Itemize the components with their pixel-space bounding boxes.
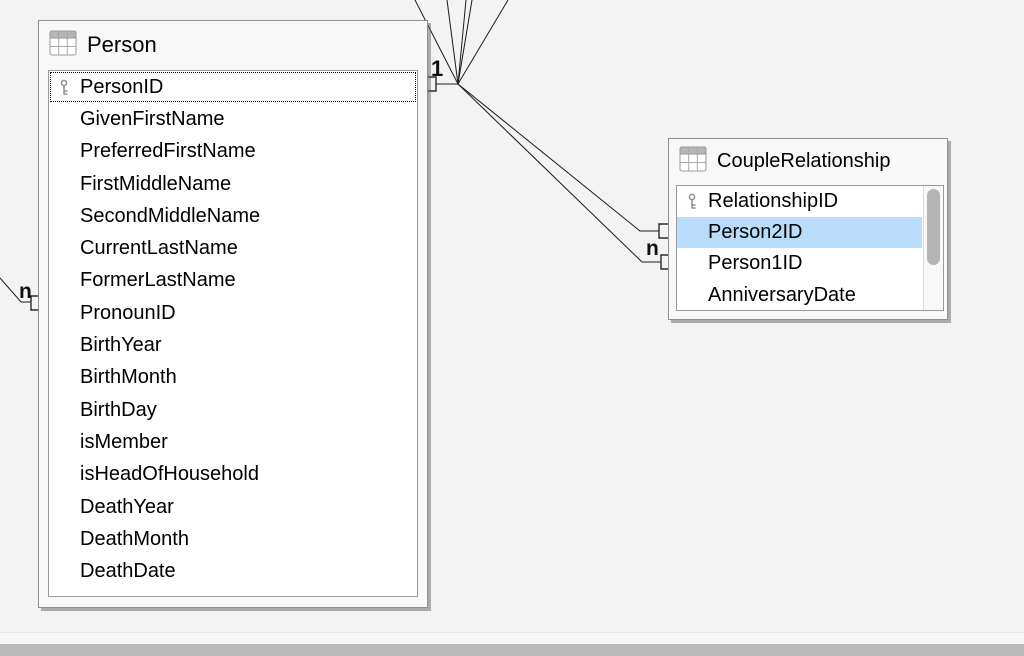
field-row-personid[interactable]: PersonID bbox=[49, 71, 417, 103]
field-row[interactable]: isMember bbox=[49, 426, 417, 458]
horizontal-scrollbar-gutter bbox=[0, 632, 1024, 644]
field-row[interactable]: BirthDay bbox=[49, 394, 417, 426]
field-name: DeathDate bbox=[80, 560, 176, 583]
field-name: Person1ID bbox=[708, 252, 803, 275]
field-name: isMember bbox=[80, 430, 168, 453]
field-name: isHeadOfHousehold bbox=[80, 463, 259, 486]
field-row[interactable]: BirthMonth bbox=[49, 362, 417, 394]
person-field-list[interactable]: PersonID GivenFirstName PreferredFirstNa… bbox=[48, 70, 418, 597]
field-row-relationshipid[interactable]: RelationshipID bbox=[677, 186, 922, 217]
field-row[interactable]: FormerLastName bbox=[49, 265, 417, 297]
field-name: DeathMonth bbox=[80, 527, 189, 550]
field-row[interactable]: CurrentLastName bbox=[49, 232, 417, 264]
field-row[interactable]: DeathMonth bbox=[49, 523, 417, 555]
field-row[interactable]: DeathDate bbox=[49, 555, 417, 587]
couple-relationship-table[interactable]: CoupleRelationship RelationshipID Person… bbox=[668, 138, 948, 320]
relationship-line-group bbox=[0, 0, 661, 303]
field-name: FormerLastName bbox=[80, 269, 236, 292]
field-row[interactable]: isHeadOfHousehold bbox=[49, 459, 417, 491]
field-name: Person2ID bbox=[708, 221, 803, 244]
person-table-header[interactable]: Person bbox=[39, 21, 427, 69]
field-row[interactable]: SecondMiddleName bbox=[49, 200, 417, 232]
field-name: FirstMiddleName bbox=[80, 172, 232, 195]
vertical-scrollbar-track[interactable] bbox=[923, 186, 943, 310]
field-row[interactable]: PronounID bbox=[49, 297, 417, 329]
field-name: PronounID bbox=[80, 301, 176, 324]
couple-table-header[interactable]: CoupleRelationship bbox=[669, 139, 947, 184]
connector-bracket-icons bbox=[30, 76, 668, 311]
primary-key-icon bbox=[59, 79, 80, 96]
field-name: DeathYear bbox=[80, 495, 174, 518]
field-row[interactable]: BirthYear bbox=[49, 329, 417, 361]
table-title: CoupleRelationship bbox=[717, 150, 891, 172]
field-name: GivenFirstName bbox=[80, 107, 225, 130]
field-name: SecondMiddleName bbox=[80, 204, 261, 227]
field-name: PersonID bbox=[80, 75, 164, 98]
field-row[interactable]: DeathYear bbox=[49, 491, 417, 523]
field-row[interactable]: GivenFirstName bbox=[49, 103, 417, 135]
vertical-scrollbar-thumb[interactable] bbox=[927, 189, 940, 265]
person-table[interactable]: Person PersonID GivenFirstName Preferred… bbox=[38, 20, 428, 608]
field-name: BirthYear bbox=[80, 334, 162, 357]
field-name: CurrentLastName bbox=[80, 237, 238, 260]
table-grid-icon bbox=[49, 30, 77, 61]
primary-key-icon bbox=[687, 193, 708, 210]
cardinality-label-n-left: n bbox=[19, 280, 32, 303]
field-row[interactable]: FirstMiddleName bbox=[49, 168, 417, 200]
field-row[interactable]: PreferredFirstName bbox=[49, 136, 417, 168]
field-row[interactable]: Person1ID bbox=[677, 248, 922, 279]
field-name: AnniversaryDate bbox=[708, 283, 856, 306]
field-row-person2id-selected[interactable]: Person2ID bbox=[677, 217, 922, 249]
table-grid-icon bbox=[679, 146, 707, 177]
cardinality-label-one: 1 bbox=[431, 56, 444, 81]
field-name: BirthDay bbox=[80, 398, 157, 421]
field-name: PreferredFirstName bbox=[80, 140, 256, 163]
field-name: BirthMonth bbox=[80, 366, 177, 389]
couple-field-list[interactable]: RelationshipID Person2ID Person1ID Anniv… bbox=[676, 185, 944, 311]
field-name: RelationshipID bbox=[708, 190, 839, 213]
field-row[interactable]: AnniversaryDate bbox=[677, 280, 922, 310]
cardinality-label-n-couple: n bbox=[646, 237, 659, 260]
table-title: Person bbox=[87, 32, 157, 57]
horizontal-scrollbar-thumb[interactable] bbox=[0, 644, 1024, 656]
